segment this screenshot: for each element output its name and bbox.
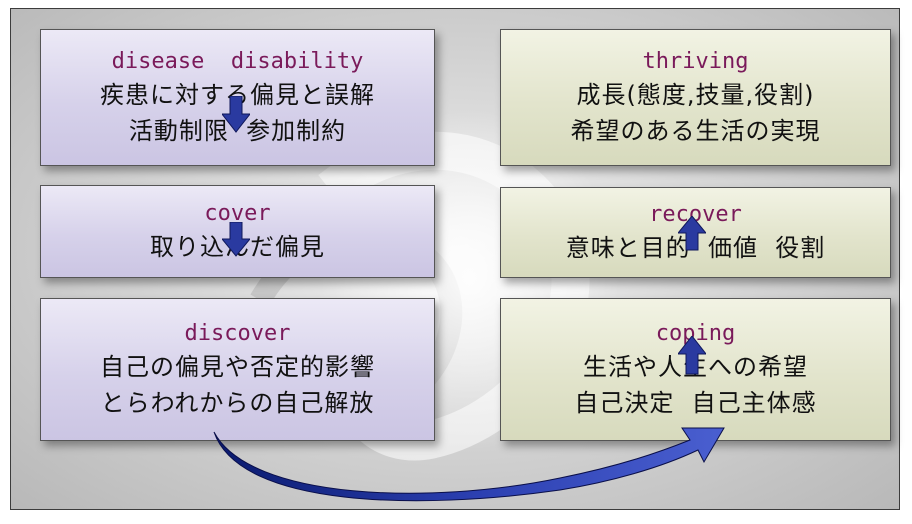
box-line: 成長(態度,技量,役割): [576, 80, 815, 109]
box-line: 自己決定 自己主体感: [574, 388, 817, 417]
box-line: 自己の偏見や否定的影響: [100, 352, 375, 381]
box-title: thriving: [642, 48, 749, 74]
box-line: 活動制限 参加制約: [128, 116, 347, 145]
box-line: とらわれからの自己解放: [100, 388, 375, 417]
box-line: 疾患に対する偏見と誤解: [100, 80, 375, 109]
box-title: coping: [655, 320, 736, 346]
box-coping: coping 生活や人生への希望 自己決定 自己主体感: [500, 298, 891, 441]
box-recover: recover 意味と目的 価値 役割: [500, 187, 891, 278]
box-line: 生活や人生への希望: [583, 352, 808, 381]
box-cover: cover 取り込んだ偏見: [40, 185, 435, 278]
box-title: disease disability: [111, 48, 364, 74]
box-discover: discover 自己の偏見や否定的影響 とらわれからの自己解放: [40, 298, 435, 441]
box-line: 希望のある生活の実現: [570, 116, 821, 145]
box-title: recover: [649, 201, 742, 227]
box-disease-disability: disease disability 疾患に対する偏見と誤解 活動制限 参加制約: [40, 29, 435, 166]
box-title: cover: [204, 200, 271, 226]
box-title: discover: [184, 320, 291, 346]
box-line: 取り込んだ偏見: [150, 232, 325, 261]
box-line: 意味と目的 価値 役割: [565, 233, 826, 262]
box-thriving: thriving 成長(態度,技量,役割) 希望のある生活の実現: [500, 29, 891, 166]
